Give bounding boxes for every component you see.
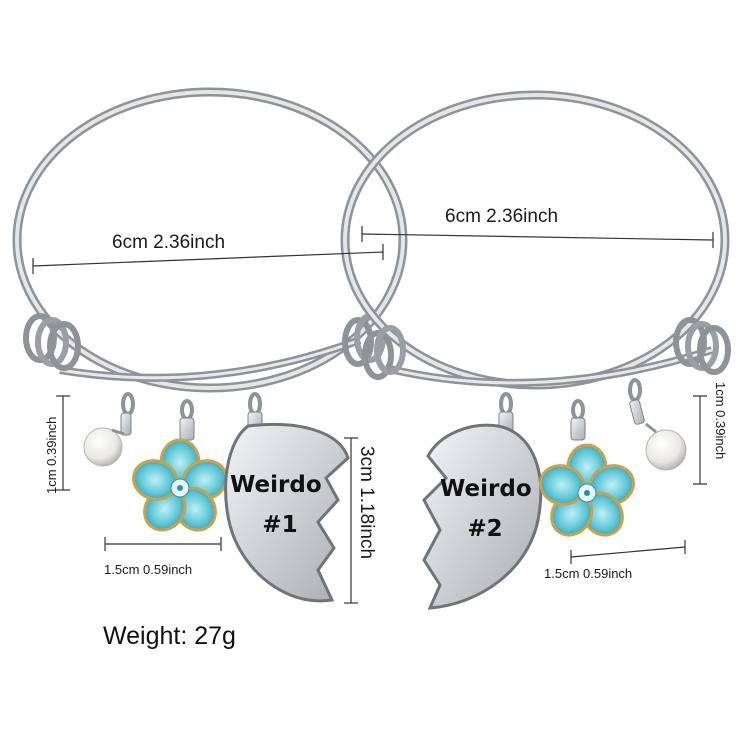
bangle-right-diameter-label: 6cm 2.36inch xyxy=(445,206,559,227)
bangle-left-coil xyxy=(23,313,386,371)
bangle-right-coil xyxy=(362,317,731,380)
heart-pendant-left xyxy=(224,392,350,603)
bangle-right xyxy=(340,90,731,390)
pendant-height-label: 3cm 1.18inch xyxy=(356,446,377,560)
flower-charm-left xyxy=(132,399,228,532)
pearl-left-size-label: 1cm 0.39inch xyxy=(44,416,59,494)
pendant-right-line2: #2 xyxy=(467,516,503,542)
pearl-right-size-label: 1cm 0.39inch xyxy=(713,382,728,460)
pearl-charm-left xyxy=(83,392,135,467)
flower-charm-right xyxy=(539,399,635,537)
bangle-left xyxy=(12,87,408,393)
bangle-left-diameter-label: 6cm 2.36inch xyxy=(112,232,226,253)
flower-left-size-label: 1.5cm 0.59inch xyxy=(104,562,193,577)
pendant-right-line1: Weirdo xyxy=(440,476,532,502)
heart-pendant-right xyxy=(422,392,543,610)
weight-label: Weight: 27g xyxy=(103,622,236,650)
flower-right-size-label: 1.5cm 0.59inch xyxy=(544,566,633,581)
pendant-left-line1: Weirdo xyxy=(230,472,322,498)
dimension-lines xyxy=(32,226,714,604)
pendant-left-line2: #1 xyxy=(262,512,298,538)
pearl-charm-right xyxy=(628,378,687,471)
